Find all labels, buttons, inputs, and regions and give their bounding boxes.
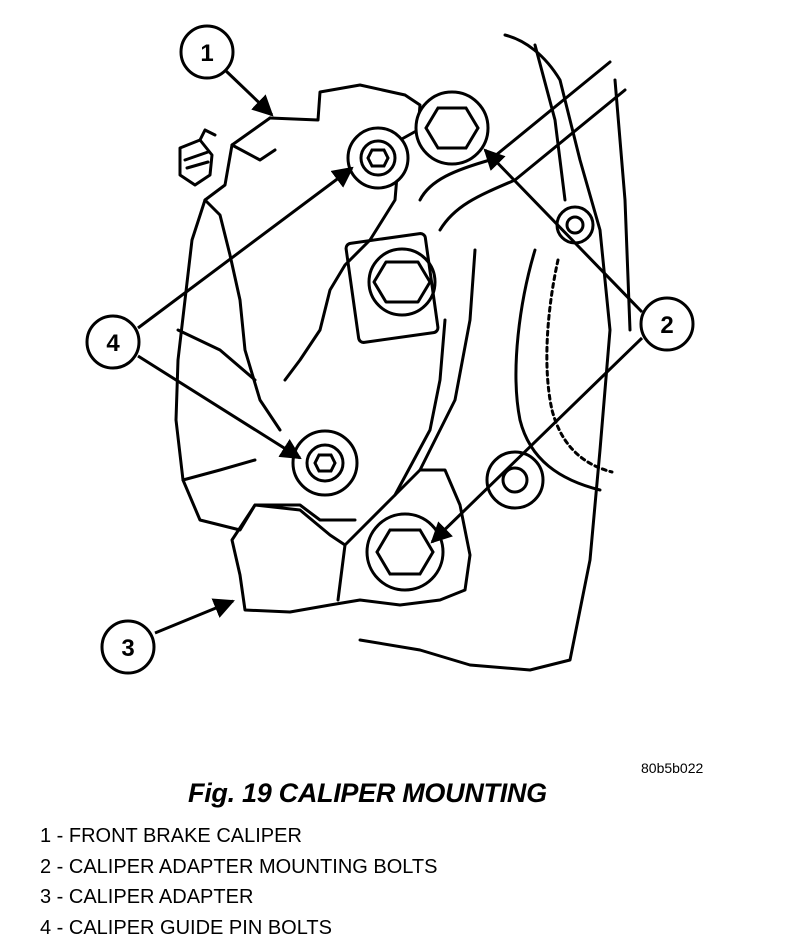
legend-item: 3 - CALIPER ADAPTER: [40, 886, 254, 908]
callout-2: 2: [639, 296, 695, 352]
legend-list: 1 - FRONT BRAKE CALIPER 2 - CALIPER ADAP…: [40, 821, 437, 943]
callout-1: 1: [179, 24, 235, 80]
caliper-adapter: [230, 248, 477, 614]
bleeder-screw: [178, 128, 217, 187]
lower-guide-pin-bolt: [291, 429, 359, 497]
callout-number: 2: [660, 312, 673, 339]
wheel-stud: [485, 450, 545, 510]
leader-line-1: [223, 68, 274, 117]
callout-4: 4: [85, 314, 141, 370]
leader-line-4-upper: [137, 166, 354, 330]
figure-title: Fig. 19 CALIPER MOUNTING: [188, 778, 547, 808]
upper-adapter-mounting-bolt: [414, 90, 490, 166]
callout-number: 1: [200, 40, 213, 67]
banjo-bolt: [367, 247, 437, 317]
leader-line-2-upper: [483, 148, 644, 314]
steering-knuckle: [358, 33, 632, 672]
leader-line-4-lower: [137, 354, 302, 460]
legend-item: 4 - CALIPER GUIDE PIN BOLTS: [40, 916, 332, 939]
callout-3: 3: [100, 619, 156, 675]
callout-number: 4: [106, 330, 120, 357]
leader-line-3: [154, 598, 235, 635]
figure-image-code: 80b5b022: [641, 760, 704, 776]
brake-caliper-body: [174, 83, 422, 532]
upper-guide-pin-bolt: [346, 126, 410, 190]
caliper-mounting-illustration: 1 2 3 4: [85, 24, 695, 675]
lower-adapter-mounting-bolt: [365, 512, 445, 592]
callout-number: 3: [121, 635, 134, 662]
legend-item: 1 - FRONT BRAKE CALIPER: [40, 825, 302, 847]
leader-line-2-lower: [430, 336, 644, 544]
legend-item: 2 - CALIPER ADAPTER MOUNTING BOLTS: [40, 855, 438, 878]
